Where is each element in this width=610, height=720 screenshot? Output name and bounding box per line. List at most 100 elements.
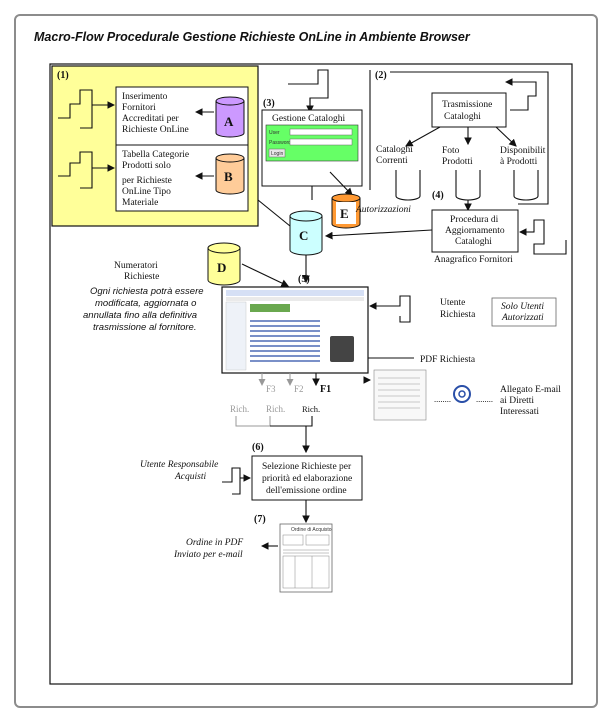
login-button[interactable] [268,148,286,158]
login-password-label: Password [269,140,291,146]
utente-input-shape [388,295,411,323]
foto-db-icon [455,170,481,201]
database-d-icon [207,242,241,286]
ordine-pdf-line-1: Ordine in PDF [186,538,243,548]
step-6-label: (6) [252,442,264,453]
solo-utenti-line-2: Autorizzati [501,313,544,323]
procedura-input-shape [520,219,567,255]
function-key-f3[interactable]: F3 [266,384,276,394]
cataloghi-correnti-line-2: Correnti [376,156,408,166]
trasmissione-box [431,92,507,128]
browser-product-image [330,336,354,362]
solo-utenti-line-1: Solo Utenti [501,302,544,312]
note-line-1: Ogni richiesta potrà essere [90,286,204,297]
diagram-title: Macro-Flow Procedurale Gestione Richiest… [34,30,470,44]
foto-prodotti-line-1: Foto [442,146,460,156]
rich-label-3: Rich. [302,404,320,414]
input-step-shape-1 [58,89,93,129]
disponibilita-db-icon [513,170,539,201]
step-3-label: (3) [263,98,275,109]
disponibilita-line-2: à Prodotti [500,157,538,167]
utente-richiesta-line-1: Utente [440,298,465,308]
login-password-input[interactable] [289,138,353,146]
procedura-box [431,209,519,253]
browser-sidebar [225,301,247,371]
solo-utenti-box [491,297,557,327]
step-4-label: (4) [432,190,444,201]
browser-content-rows [250,320,320,362]
function-key-f2[interactable]: F2 [294,384,304,394]
selezione-line-3: dell'emissione ordine [266,486,347,496]
utente-richiesta-line-2: Richiesta [440,310,476,320]
categorie-line-4: OnLine Tipo [122,187,171,197]
step-2-label: (2) [375,70,387,81]
function-key-f1[interactable]: F1 [320,384,331,395]
utente-responsabile-line-1: Utente Responsabile [140,460,218,470]
procedura-line-2: Aggiornamento [445,226,505,236]
transmission-loop-line [390,71,549,205]
login-button-label: Login [271,151,283,157]
trasmissione-line-2: Cataloghi [444,112,481,122]
gestione-cataloghi-label: Gestione Cataloghi [272,114,345,124]
email-at-icon [453,385,471,403]
note-line-4: trasmissione al fornitore. [93,322,196,333]
step-5-label: (5) [298,274,310,285]
browser-titlebar [226,290,364,296]
database-c-label: C [299,228,308,243]
procedura-line-3: Cataloghi [455,237,492,247]
pdf-richiesta-label: PDF Richiesta [420,355,476,365]
login-user-label: User [269,130,280,136]
fornitori-line-4: Richieste OnLine [122,125,189,135]
browser-toolbar [226,297,364,301]
database-a-label: A [224,114,234,129]
categorie-line-1: Tabella Categorie [122,150,189,160]
dots-separator-2: ........ [476,394,493,404]
categorie-line-2: Prodotti solo [122,161,171,171]
allegato-line-2: ai Diretti [500,396,534,406]
database-b-icon [215,153,245,195]
rich-bracket-2 [270,416,313,427]
selezione-line-2: priorità ed elaborazione [262,474,352,484]
cataloghi-correnti-line-1: Cataloghi [376,145,413,155]
step-1-label: (1) [57,70,69,81]
responsabile-input-shape [222,467,241,495]
anagrafico-label: Anagrafico Fornitori [434,254,513,265]
autorizzazioni-label: Autorizzazioni [355,205,411,215]
allegato-line-1: Allegato E-mail [500,385,561,395]
content-frame [49,63,573,685]
input-step-shape-2 [58,151,93,189]
step-7-label: (7) [254,514,266,525]
dots-separator-1: ........ [434,394,451,404]
database-e-icon [331,193,361,229]
ordine-document-title: Ordine di Acquisto [291,527,332,533]
catalog-input-shape [288,69,329,110]
fornitori-line-3: Accreditati per [122,114,180,124]
trasmissione-line-1: Trasmissione [442,100,492,110]
database-c-icon [289,210,323,256]
categorie-line-3: per Richieste [122,176,172,186]
transmission-input-shape [510,81,537,111]
fornitori-line-1: Inserimento [122,92,168,102]
numeratori-line-1: Numeratori [114,261,158,271]
numeratori-line-2: Richieste [124,272,159,282]
rich-label-2: Rich. [266,404,285,414]
rich-bracket-1 [235,416,271,427]
disponibilita-line-1: Disponibilit [500,146,546,156]
connector-panel-c [257,199,291,227]
ordine-document-lines [282,534,330,589]
foto-prodotti-line-2: Prodotti [442,157,473,167]
allegato-line-3: Interessati [500,407,539,417]
note-line-3: annullata fino alla definitiva [83,310,197,321]
rich-label-1: Rich. [230,404,249,414]
cataloghi-db-icon [395,170,421,201]
selezione-box [251,455,363,501]
ordine-pdf-line-2: Inviato per e-mail [173,550,243,560]
database-e-label: E [340,206,349,221]
ordine-document [279,523,333,593]
database-a-icon [215,96,245,138]
categorie-line-5: Materiale [122,198,158,208]
selezione-line-1: Selezione Richieste per [262,462,352,472]
utente-responsabile-line-2: Acquisti [174,472,206,482]
login-user-input[interactable] [289,128,353,136]
